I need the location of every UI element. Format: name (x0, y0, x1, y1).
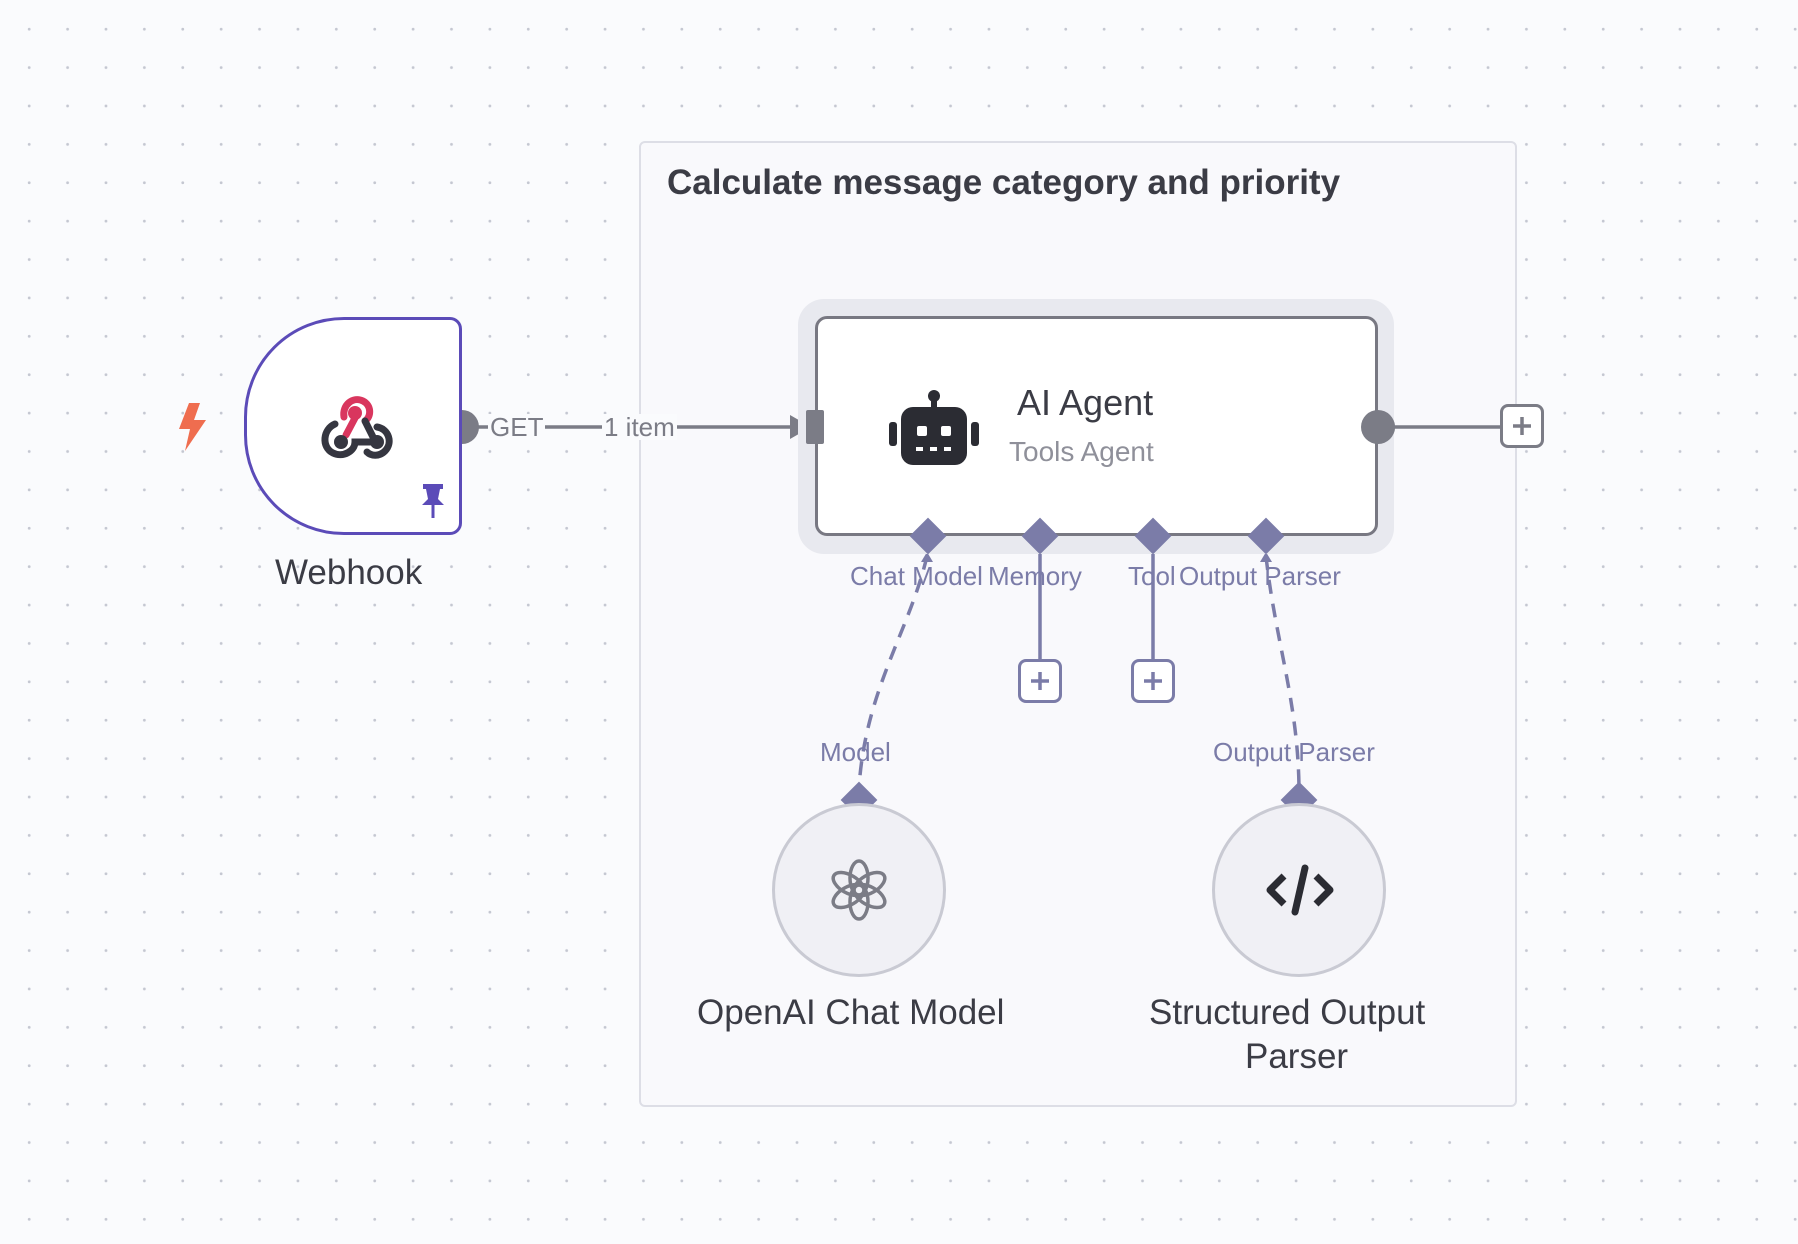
output-parser-tick (1260, 552, 1272, 562)
add-node-button[interactable] (1500, 404, 1544, 448)
item-count-label: 1 item (602, 412, 677, 442)
openai-chat-model-label: OpenAI Chat Model (697, 993, 1005, 1032)
webhook-node[interactable] (244, 317, 462, 535)
lightning-bolt-icon (179, 403, 206, 451)
memory-port-label: Memory (988, 561, 1082, 591)
add-memory-button[interactable] (1018, 659, 1062, 703)
plus-icon (1144, 672, 1162, 690)
structured-output-parser-label-line1: Structured Output (1149, 993, 1426, 1032)
plus-icon (1513, 417, 1531, 435)
plus-icon (1031, 672, 1049, 690)
ai-agent-node[interactable] (815, 316, 1378, 536)
chat-model-tick (921, 552, 933, 562)
openai-chat-model-node[interactable] (772, 803, 946, 977)
ai-agent-subtitle: Tools Agent (1009, 436, 1154, 467)
parser-input-label: Output Parser (1213, 737, 1375, 767)
output-parser-port-label: Output Parser (1179, 561, 1341, 591)
ai-agent-title: AI Agent (1017, 382, 1154, 423)
structured-output-parser-node[interactable] (1212, 803, 1386, 977)
code-icon (1266, 864, 1334, 916)
openai-icon (831, 859, 887, 921)
add-tool-button[interactable] (1131, 659, 1175, 703)
tool-port-label: Tool (1128, 561, 1176, 591)
pin-icon (422, 484, 444, 518)
webhook-icon (321, 396, 393, 459)
webhook-label: Webhook (275, 553, 423, 592)
model-input-label: Model (820, 737, 891, 767)
robot-icon (889, 390, 979, 465)
sticky-note-title: Calculate message category and priority (667, 163, 1341, 202)
chat-model-port-label: Chat Model (850, 561, 983, 591)
structured-output-parser-label-line2: Parser (1245, 1037, 1349, 1076)
chat-model-connection (857, 555, 929, 789)
output-branch-label: GET (488, 412, 546, 442)
output-parser-connection (1264, 555, 1301, 789)
